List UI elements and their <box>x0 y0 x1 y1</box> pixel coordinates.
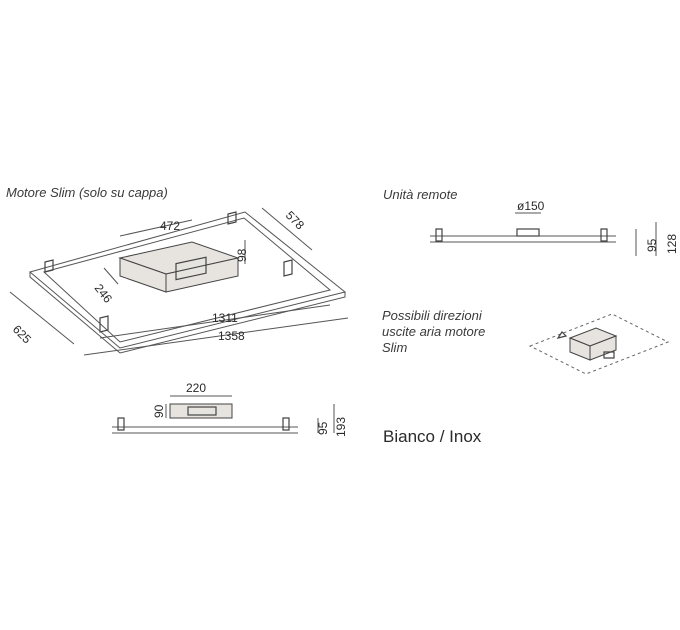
dim-90: 90 <box>152 404 166 418</box>
dim-220: 220 <box>186 381 206 395</box>
hood-frame-edge <box>29 272 346 354</box>
dim-95-front: 95 <box>316 421 330 435</box>
front-bracket-left <box>117 417 125 431</box>
dim-193: 193 <box>334 417 348 437</box>
caption-motore-slim: Motore Slim (solo su cappa) <box>6 185 168 200</box>
arrow-left-icon <box>556 331 568 339</box>
front-motor-box <box>169 403 233 419</box>
remote-bracket-right <box>600 228 608 242</box>
dim-line-472 <box>119 219 193 237</box>
caption-air-outlet-directions: Possibili direzioni uscite aria motore S… <box>382 308 486 355</box>
dim-625: 625 <box>10 322 34 346</box>
dim-line-1311 <box>99 304 331 339</box>
front-view-drawing: 220 90 95 193 <box>112 381 348 437</box>
dim-1358: 1358 <box>218 329 245 343</box>
dim-128: 128 <box>665 234 679 254</box>
dim-246: 246 <box>92 281 116 306</box>
dim-line-1358 <box>83 317 349 356</box>
outlet-plane-dashed <box>528 313 670 375</box>
remote-unit-drawing: ø150 95 128 <box>430 199 679 256</box>
dim-472: 472 <box>160 219 180 233</box>
bracket-right <box>283 259 293 277</box>
iso-dimension-lines <box>9 207 349 356</box>
dim-line-625 <box>9 291 75 345</box>
hood-inner-panel <box>42 217 332 343</box>
dim-98: 98 <box>235 248 249 262</box>
motor-outlet <box>175 256 207 281</box>
bracket-top <box>227 211 237 225</box>
dim-95-remote: 95 <box>645 238 659 252</box>
remote-bracket-left <box>435 228 443 242</box>
outlet-spout-icon <box>603 351 615 359</box>
front-bracket-right <box>282 417 290 431</box>
motor-box <box>118 241 240 293</box>
caption-unita-remote: Unità remote <box>383 187 458 202</box>
finish-label: Bianco / Inox <box>383 427 482 446</box>
dim-line-578 <box>261 207 313 251</box>
slim-motor-front <box>589 335 617 361</box>
bracket-bottom-left <box>99 315 109 333</box>
motor-box-front <box>165 257 239 293</box>
bracket-left <box>44 259 54 273</box>
front-motor-outlet <box>187 406 217 416</box>
dim-1311: 1311 <box>212 311 238 325</box>
mounting-brackets <box>44 211 293 333</box>
dim-line-246 <box>103 267 119 285</box>
remote-duct-collar <box>516 228 540 237</box>
dim-150: ø150 <box>517 199 545 213</box>
isometric-hood-drawing: 472 578 98 246 625 1311 1358 <box>9 207 349 356</box>
air-outlet-directions-drawing <box>528 313 670 375</box>
